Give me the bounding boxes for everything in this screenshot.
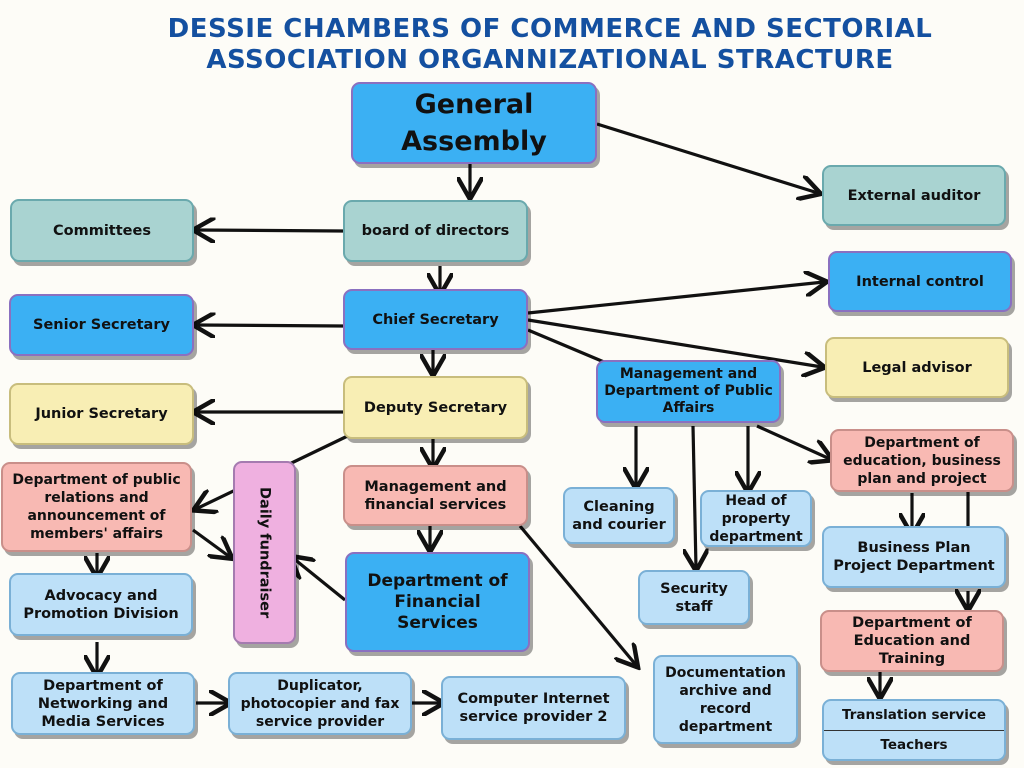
- node-external-auditor[interactable]: External auditor: [822, 165, 1006, 226]
- title-line-2: ASSOCIATION ORGANNIZATIONAL STRACTURE: [206, 45, 894, 75]
- node-computer-internet[interactable]: Computer Internet service provider 2: [441, 676, 626, 740]
- teachers-label: Teachers: [880, 736, 948, 753]
- edge-board-committees: [196, 230, 344, 231]
- node-business-plan-project[interactable]: Business Plan Project Department: [822, 526, 1006, 588]
- node-cleaning-courier[interactable]: Cleaning and courier: [563, 487, 675, 544]
- edge-chief-public-affairs: [527, 328, 605, 364]
- edge-financial-fundraiser: [293, 558, 347, 602]
- node-legal-advisor[interactable]: Legal advisor: [825, 337, 1009, 398]
- node-advocacy-promotion[interactable]: Advocacy and Promotion Division: [9, 573, 193, 636]
- node-committees[interactable]: Committees: [10, 199, 194, 262]
- edge-chief-legal: [527, 318, 822, 367]
- node-education-business-plan[interactable]: Department of education, business plan a…: [830, 429, 1014, 492]
- node-translation-teachers[interactable]: Translation service Teachers: [822, 699, 1006, 761]
- node-duplicator-service[interactable]: Duplicator, photocopier and fax service …: [228, 672, 412, 735]
- edge-chief-internal: [527, 282, 824, 315]
- node-networking-media[interactable]: Department of Networking and Media Servi…: [11, 672, 195, 735]
- node-education-training[interactable]: Department of Education and Training: [820, 610, 1004, 672]
- node-documentation-archive[interactable]: Documentation archive and record departm…: [653, 655, 798, 744]
- edge-assembly-auditor: [596, 122, 818, 193]
- edge-public-affairs-security: [693, 425, 696, 568]
- node-public-relations[interactable]: Department of public relations and annou…: [1, 462, 192, 552]
- node-daily-fundraiser[interactable]: Daily fundraiser: [233, 461, 296, 644]
- title-line-1: DESSIE CHAMBERS OF COMMERCE AND SECTORIA…: [167, 14, 933, 44]
- node-internal-control[interactable]: Internal control: [828, 251, 1012, 312]
- edge-mgmt-financial-documentation: [518, 524, 636, 665]
- node-board-of-directors[interactable]: board of directors: [343, 200, 528, 262]
- edge-public-affairs-education: [756, 424, 830, 459]
- node-deputy-secretary[interactable]: Deputy Secretary: [343, 376, 528, 439]
- node-chief-secretary[interactable]: Chief Secretary: [343, 289, 528, 350]
- node-department-financial-services[interactable]: Department of Financial Services: [345, 552, 530, 652]
- edge-public-relations-fundraiser: [192, 528, 230, 557]
- node-general-assembly[interactable]: General Assembly: [351, 82, 597, 164]
- translation-service-label: Translation service: [842, 707, 986, 724]
- edge-chief-senior: [196, 325, 344, 326]
- node-management-financial-services[interactable]: Management and financial services: [343, 465, 528, 526]
- node-head-property[interactable]: Head of property department: [700, 490, 812, 547]
- split-divider: [824, 729, 1004, 731]
- diagram-title: DESSIE CHAMBERS OF COMMERCE AND SECTORIA…: [140, 14, 960, 76]
- node-security-staff[interactable]: Security staff: [638, 570, 750, 625]
- node-senior-secretary[interactable]: Senior Secretary: [9, 294, 194, 356]
- node-junior-secretary[interactable]: Junior Secretary: [9, 383, 194, 445]
- node-management-public-affairs[interactable]: Management and Department of Public Affa…: [596, 360, 781, 423]
